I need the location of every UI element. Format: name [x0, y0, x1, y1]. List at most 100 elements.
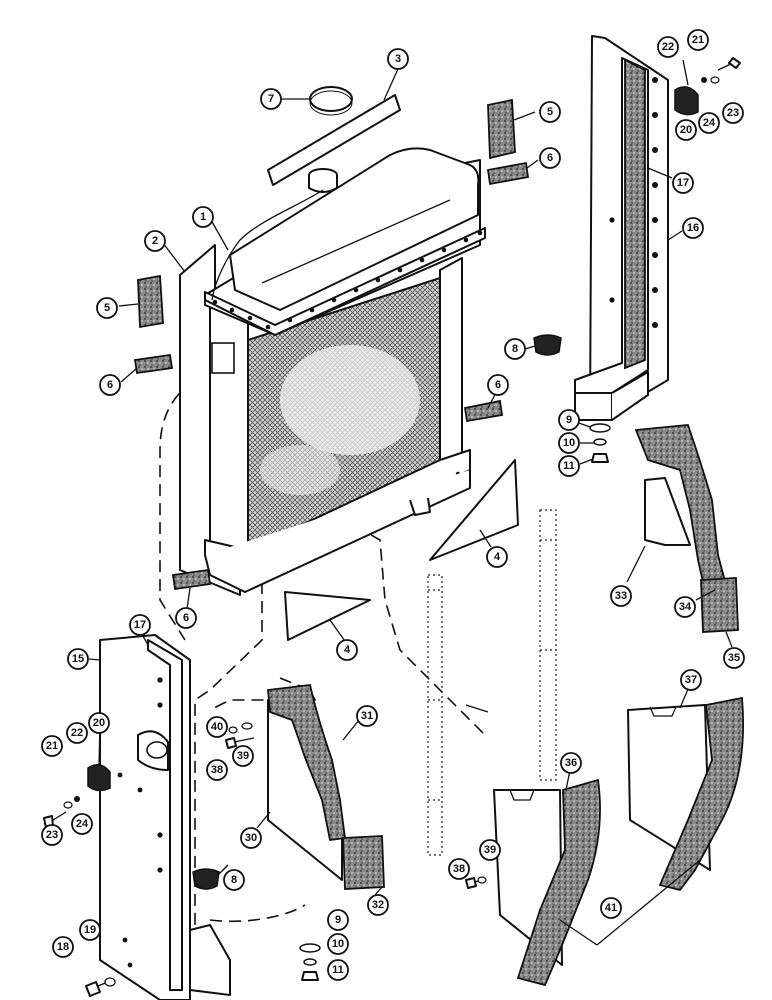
- svg-text:33: 33: [615, 590, 627, 602]
- svg-text:17: 17: [134, 619, 146, 631]
- callout-30: 30: [240, 827, 262, 849]
- svg-text:36: 36: [565, 757, 577, 769]
- callout-23: 23: [41, 824, 63, 846]
- callout-4: 4: [486, 546, 508, 568]
- svg-text:10: 10: [332, 938, 344, 950]
- leader-lines: [88, 59, 733, 946]
- callout-21: 21: [687, 29, 709, 51]
- callout-17: 17: [129, 614, 151, 636]
- callout-8: 8: [223, 869, 245, 891]
- callout-5: 5: [539, 101, 561, 123]
- svg-text:19: 19: [84, 924, 96, 936]
- callout-10: 10: [327, 933, 349, 955]
- callout-40: 40: [206, 716, 228, 738]
- svg-text:2: 2: [152, 235, 158, 247]
- svg-text:23: 23: [46, 829, 58, 841]
- svg-text:38: 38: [453, 863, 465, 875]
- callout-24: 24: [71, 813, 93, 835]
- callout-11: 11: [558, 455, 580, 477]
- svg-text:11: 11: [332, 964, 344, 976]
- svg-text:20: 20: [93, 717, 105, 729]
- radiator-assembly: [204, 147, 486, 593]
- svg-text:5: 5: [104, 302, 110, 314]
- top-flange-bolts: [212, 230, 483, 330]
- svg-text:8: 8: [512, 343, 518, 355]
- callout-37: 37: [680, 669, 702, 691]
- svg-text:23: 23: [727, 107, 739, 119]
- svg-text:35: 35: [728, 652, 740, 664]
- svg-text:31: 31: [361, 710, 373, 722]
- callout-9: 9: [327, 909, 349, 931]
- callout-7: 7: [260, 88, 282, 110]
- callout-21: 21: [41, 735, 63, 757]
- callout-38: 38: [448, 858, 470, 880]
- callout-41: 41: [600, 897, 622, 919]
- callout-17: 17: [672, 172, 694, 194]
- callout-24: 24: [698, 112, 720, 134]
- svg-text:17: 17: [677, 177, 689, 189]
- callout-35: 35: [723, 647, 745, 669]
- callout-20: 20: [675, 119, 697, 141]
- svg-text:32: 32: [372, 899, 384, 911]
- callout-32: 32: [367, 894, 389, 916]
- svg-text:24: 24: [76, 818, 89, 830]
- svg-text:22: 22: [662, 41, 674, 53]
- callout-6: 6: [175, 607, 197, 629]
- baffle-seal-assembly-33-34: [634, 424, 739, 633]
- svg-text:20: 20: [680, 124, 692, 136]
- svg-text:7: 7: [268, 93, 274, 105]
- svg-text:30: 30: [245, 832, 257, 844]
- callout-39: 39: [232, 745, 254, 767]
- foam-strip-top: [267, 94, 401, 186]
- svg-text:4: 4: [494, 551, 501, 563]
- foam-blocks: [137, 98, 516, 329]
- svg-text:15: 15: [72, 653, 84, 665]
- callout-23: 23: [722, 102, 744, 124]
- svg-text:11: 11: [563, 460, 575, 472]
- svg-text:6: 6: [495, 379, 501, 391]
- callout-10: 10: [558, 432, 580, 454]
- callout-5: 5: [96, 297, 118, 319]
- callout-18: 18: [52, 936, 74, 958]
- callout-2: 2: [144, 230, 166, 252]
- dotted-rails: [427, 509, 557, 856]
- callout-22: 22: [657, 36, 679, 58]
- callout-6: 6: [487, 374, 509, 396]
- callout-6: 6: [539, 147, 561, 169]
- baffle-seal-assembly-30-31: [267, 684, 385, 890]
- callout-34: 34: [674, 596, 696, 618]
- callout-15: 15: [67, 648, 89, 670]
- svg-text:1: 1: [200, 211, 206, 223]
- svg-text:40: 40: [211, 721, 223, 733]
- foam-strips: [133, 161, 530, 591]
- callout-9: 9: [558, 409, 580, 431]
- callout-22: 22: [66, 722, 88, 744]
- svg-text:37: 37: [685, 674, 697, 686]
- svg-text:18: 18: [57, 941, 69, 953]
- callout-36: 36: [560, 752, 582, 774]
- foam-seals-41: [516, 696, 745, 987]
- svg-text:21: 21: [46, 740, 58, 752]
- callout-19: 19: [79, 919, 101, 941]
- callout-3: 3: [387, 48, 409, 70]
- svg-text:6: 6: [183, 612, 189, 624]
- svg-text:9: 9: [335, 914, 341, 926]
- svg-text:8: 8: [231, 874, 237, 886]
- svg-text:21: 21: [692, 34, 704, 46]
- svg-text:24: 24: [703, 117, 716, 129]
- svg-text:39: 39: [237, 750, 249, 762]
- triangle-baffles: [284, 459, 519, 641]
- hardware: [43, 57, 741, 997]
- callout-11: 11: [327, 959, 349, 981]
- svg-text:5: 5: [547, 106, 553, 118]
- callout-16: 16: [682, 217, 704, 239]
- svg-text:16: 16: [687, 222, 699, 234]
- rubber-grommets: [192, 334, 562, 890]
- callout-4: 4: [336, 639, 358, 661]
- callout-8: 8: [504, 338, 526, 360]
- callout-33: 33: [610, 585, 632, 607]
- svg-text:3: 3: [395, 53, 401, 65]
- callout-1: 1: [192, 206, 214, 228]
